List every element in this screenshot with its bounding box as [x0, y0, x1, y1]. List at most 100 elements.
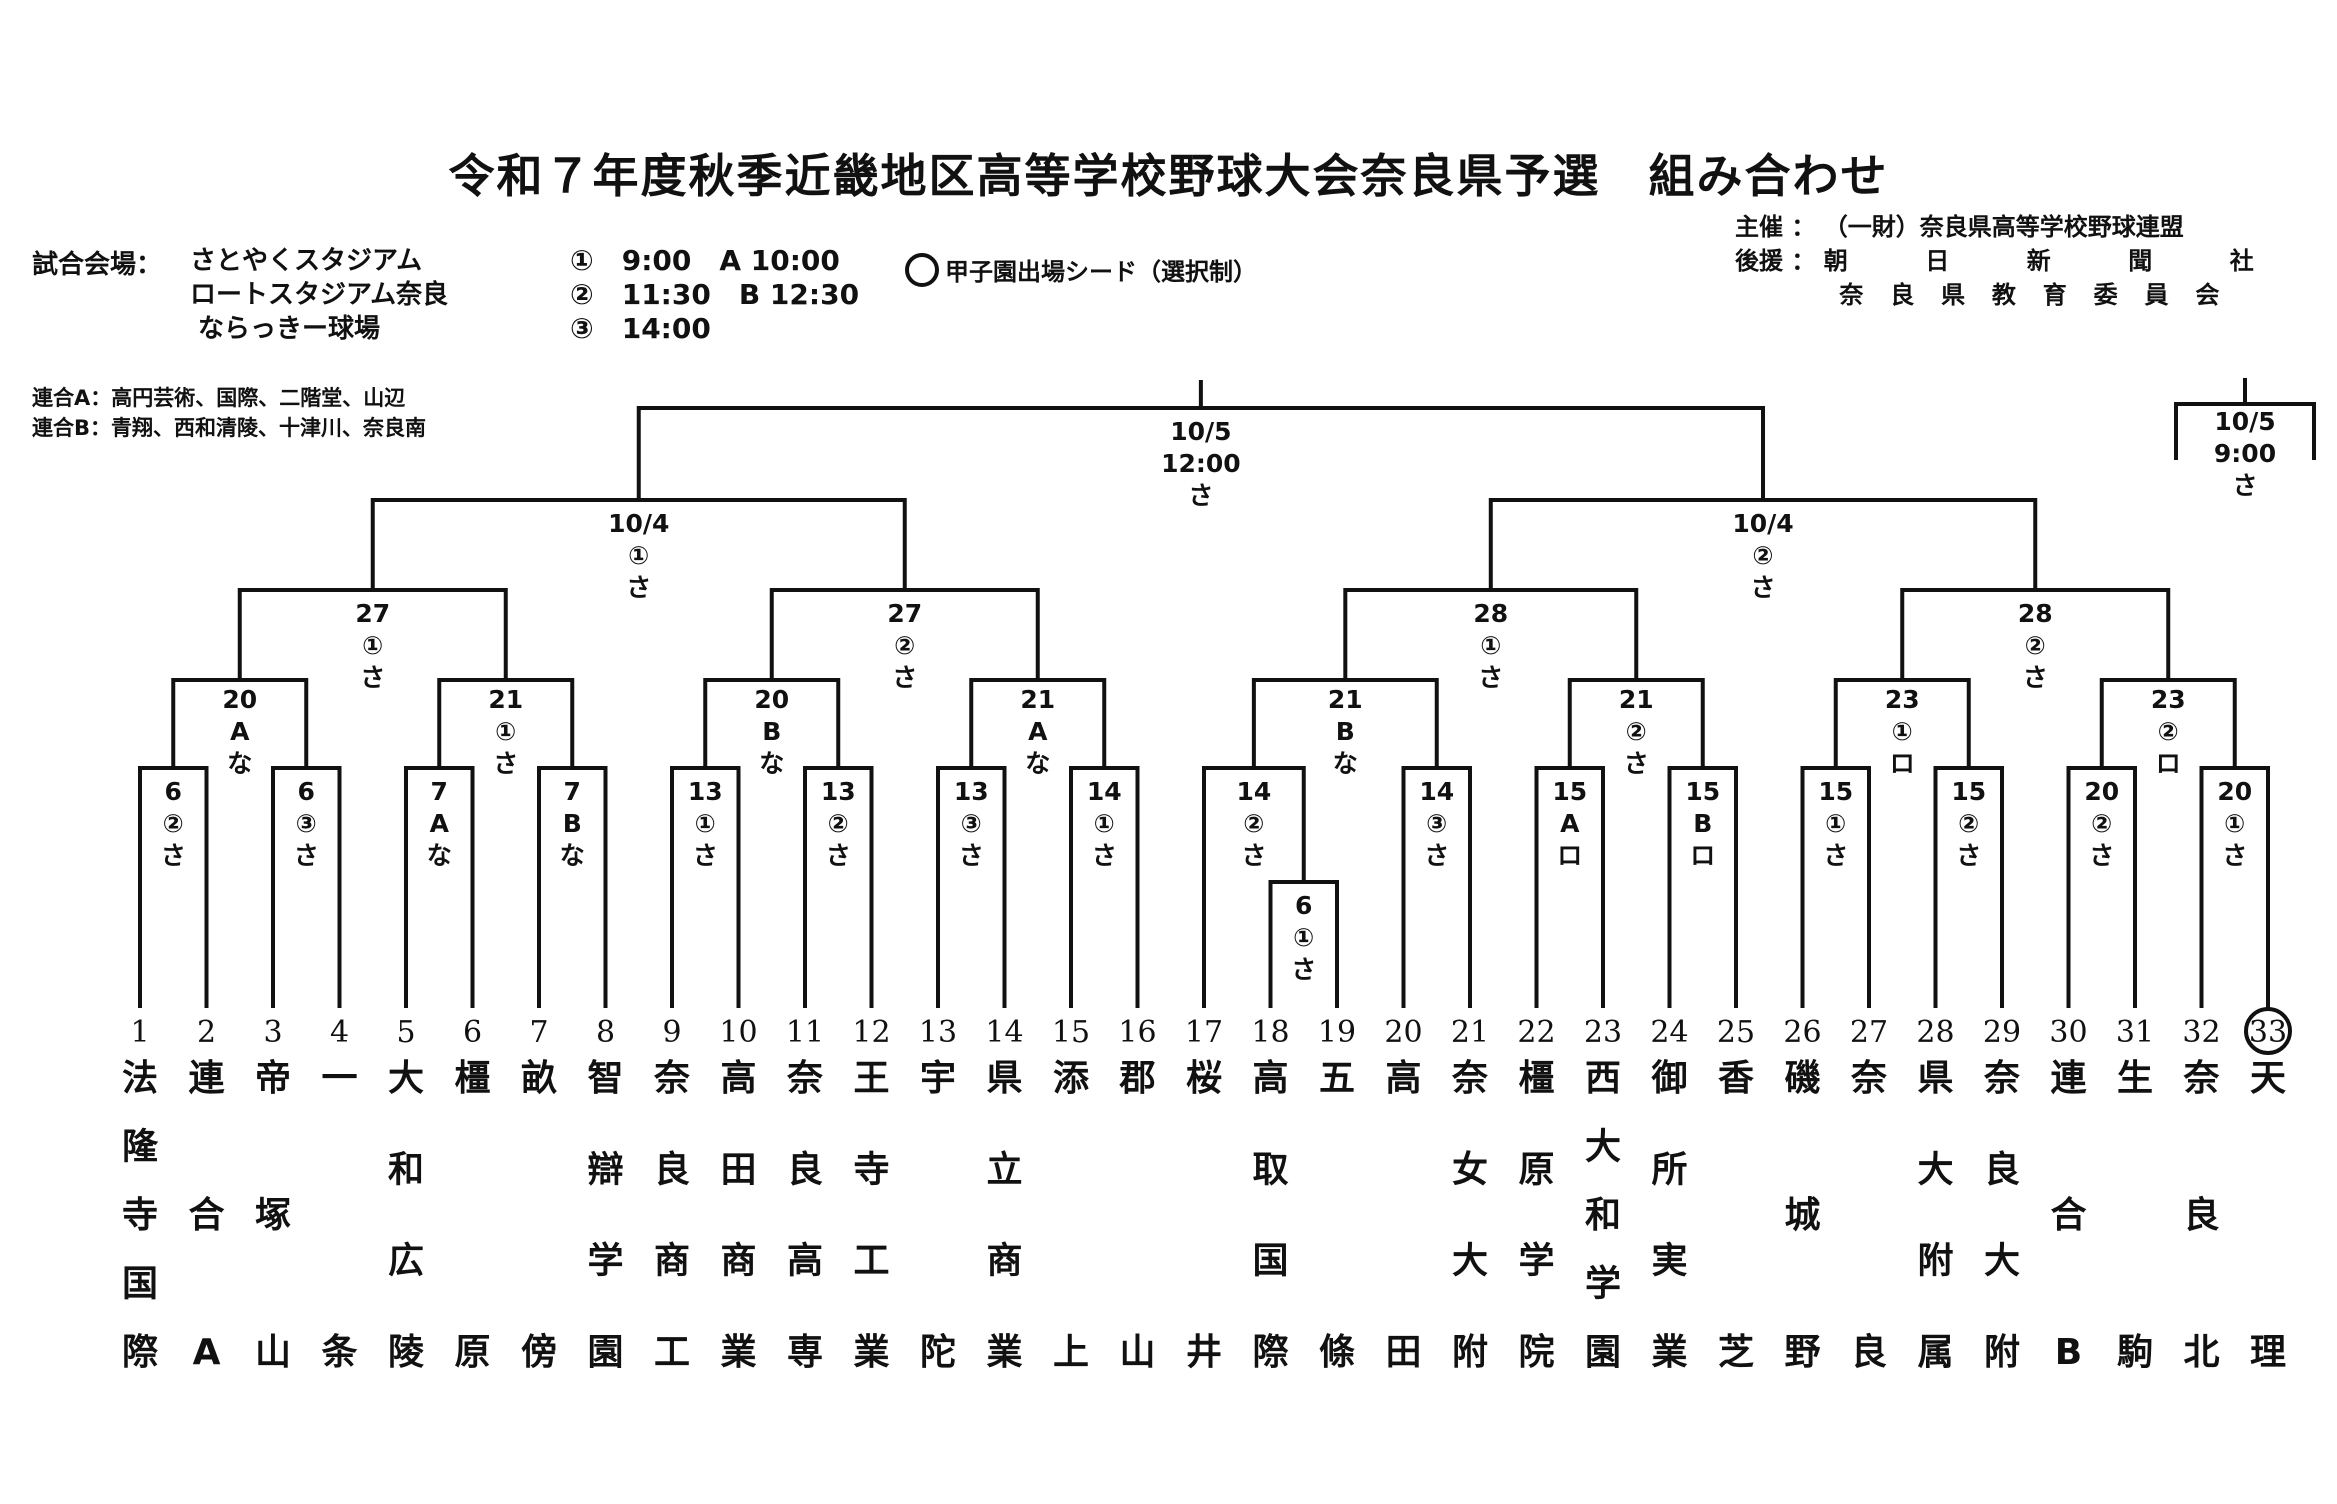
team-number: 14 [985, 1015, 1023, 1050]
team-name-char: 商 [654, 1241, 690, 1282]
game-label-g20-21: さ [1424, 841, 1449, 870]
team-name-char: 広 [388, 1241, 424, 1282]
team-name-char: 辯 [587, 1149, 623, 1190]
game-label-r2c: 20 [754, 685, 789, 714]
game-label-r2e: B [1336, 717, 1355, 746]
team-name-char: 畝 [521, 1058, 557, 1099]
team-name-char: 連 [2050, 1058, 2087, 1099]
game-label-g24-25: ロ [1690, 841, 1715, 870]
game-label-g9-10: さ [693, 841, 718, 870]
team-number: 32 [2182, 1015, 2220, 1050]
team-name-char: 寺 [853, 1149, 889, 1190]
team-name-char: 工 [654, 1332, 690, 1373]
team-name-char: 業 [986, 1332, 1022, 1373]
game-label-g18-19: さ [1291, 955, 1316, 984]
team-number: 17 [1185, 1015, 1223, 1050]
team-name-char: 塚 [255, 1195, 291, 1236]
team-name-char: 帝 [255, 1058, 291, 1099]
team-name-char: 宇 [920, 1058, 956, 1099]
team-number: 33 [2249, 1015, 2287, 1050]
game-label-g26-27: さ [1823, 841, 1848, 870]
team-name-char: 園 [1585, 1332, 1621, 1373]
team-number: 24 [1650, 1015, 1688, 1050]
seed-circle-icon [905, 252, 939, 287]
union-b-note: 連合B：青翔、西和清陵、十津川、奈良南 [32, 416, 427, 440]
team-name-char: 業 [720, 1332, 756, 1373]
team-name-char: 和 [1585, 1195, 1621, 1236]
team-name-char: 大 [1585, 1127, 1621, 1168]
team-name-char: 園 [587, 1332, 623, 1373]
team-name-char: 傍 [521, 1332, 557, 1373]
game-label-r2h: ロ [2156, 749, 2181, 778]
game-label-g11-12: さ [826, 841, 851, 870]
game-label-r2f: さ [1624, 749, 1649, 778]
game-label-r2d: A [1028, 717, 1048, 746]
venue-2: ロートスタジアム奈良 [190, 280, 449, 310]
team-name-char: 商 [986, 1241, 1022, 1282]
game-label-g20-21: ③ [1426, 809, 1447, 838]
game-label-g24-25: 15 [1685, 777, 1720, 806]
team-name-char: 実 [1651, 1241, 1687, 1282]
game-label-r2b: 21 [488, 685, 523, 714]
game-label-g13-14: さ [959, 841, 984, 870]
game-label-g15-16: ① [1094, 809, 1115, 838]
game-label-g28-29: さ [1956, 841, 1981, 870]
team-name-char: 隆 [122, 1127, 159, 1168]
game-label-g1-2: 6 [165, 777, 182, 806]
team-name-char: 寺 [122, 1195, 158, 1236]
schedule-slot-3: ③ 14:00 [570, 312, 711, 345]
game-label-g7-8: B [563, 809, 582, 838]
team-name-char: 大 [388, 1058, 424, 1099]
team-name-char: 田 [1385, 1332, 1421, 1373]
game-label-g28-29: 15 [1951, 777, 1986, 806]
game-label-g26-27: ① [1825, 809, 1846, 838]
team-number: 1 [130, 1015, 149, 1050]
team-number: 22 [1517, 1015, 1555, 1050]
team-name-char: 五 [1319, 1058, 1355, 1099]
team-name-char: 奈 [1451, 1058, 1488, 1099]
team-number: 12 [852, 1015, 890, 1050]
game-label-r2g: 23 [1885, 685, 1920, 714]
game-label-g32-33: ① [2224, 809, 2245, 838]
game-label-sfb: さ [1751, 573, 1776, 602]
team-name-char: 際 [1252, 1332, 1288, 1373]
game-label-g13-14: ③ [961, 809, 982, 838]
time-schedule: ① 9:00 A 10:00 ② 11:30 B 12:30 ③ 14:00 [570, 244, 859, 346]
team-name-char: 田 [720, 1149, 756, 1190]
team-number: 30 [2049, 1015, 2087, 1050]
team-name-char: 奈 [1983, 1058, 2020, 1099]
game-label-r2c: B [762, 717, 781, 746]
game-label-g22-23: A [1560, 809, 1580, 838]
team-name-char: 県 [1917, 1058, 1953, 1099]
team-name-char: 原 [454, 1332, 490, 1373]
game-label-g3-4: さ [294, 841, 319, 870]
game-label-r2f: 21 [1619, 685, 1654, 714]
game-label-sfa: さ [626, 573, 651, 602]
team-number: 25 [1717, 1015, 1755, 1050]
team-number: 13 [919, 1015, 957, 1050]
team-name-char: 理 [2250, 1332, 2286, 1373]
game-label-g22-23: 15 [1552, 777, 1587, 806]
team-name-char: 合 [2050, 1195, 2086, 1236]
game-label-g13-14: 13 [954, 777, 989, 806]
team-name-char: 橿 [1518, 1058, 1554, 1099]
team-name-char: 県 [986, 1058, 1022, 1099]
colon-separator: ： [1791, 213, 1816, 241]
team-name-char: 智 [587, 1058, 623, 1099]
game-label-r3a: 27 [355, 599, 390, 628]
game-label-r3a: さ [360, 663, 385, 692]
team-name-char: 上 [1053, 1332, 1089, 1373]
game-label-g30-31: 20 [2084, 777, 2119, 806]
game-label-third: 10/5 [2214, 407, 2275, 436]
team-name-char: B [2055, 1332, 2082, 1373]
team-name-char: 奈 [786, 1058, 823, 1099]
team-number: 20 [1384, 1015, 1422, 1050]
team-name-char: 附 [1984, 1332, 2020, 1373]
team-name-char: 業 [1651, 1332, 1687, 1373]
team-name-char: 山 [1119, 1332, 1155, 1373]
team-name-char: 良 [787, 1149, 823, 1190]
team-name-char: 野 [1784, 1332, 1820, 1373]
venue-3: ならっきー球場 [198, 314, 381, 344]
team-name-char: 法 [122, 1058, 158, 1099]
